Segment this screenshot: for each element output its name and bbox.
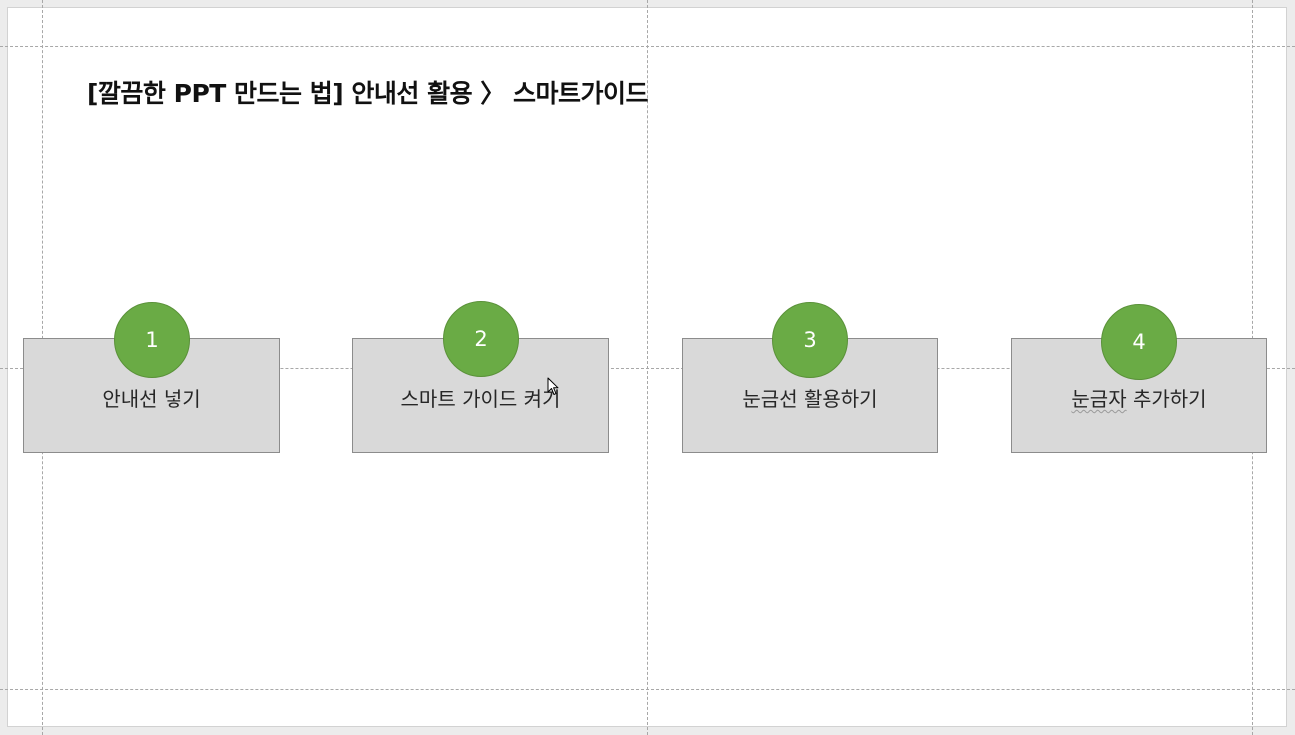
step-circle-2[interactable]: 2 — [443, 301, 519, 377]
step-label-4: 눈금자 추가하기 — [1012, 383, 1266, 412]
step-circle-4[interactable]: 4 — [1101, 304, 1177, 380]
step-circle-1[interactable]: 1 — [114, 302, 190, 378]
step-box-2[interactable]: 스마트 가이드 켜기 — [352, 338, 609, 453]
horizontal-guide-top[interactable] — [0, 46, 1295, 47]
step-label-4-rest: 추가하기 — [1126, 387, 1207, 411]
step-label-2: 스마트 가이드 켜기 — [400, 387, 561, 411]
mouse-pointer-icon — [547, 377, 559, 395]
slide-title[interactable]: [깔끔한 PPT 만드는 법] 안내선 활용 〉 스마트가이드 — [87, 79, 648, 108]
step-circle-3[interactable]: 3 — [772, 302, 848, 378]
horizontal-guide-bottom[interactable] — [0, 689, 1295, 690]
step-number-3: 3 — [803, 328, 817, 352]
horizontal-guide-middle[interactable] — [0, 368, 1295, 369]
step-number-4: 4 — [1132, 330, 1146, 354]
step-label-3: 눈금선 활용하기 — [742, 387, 878, 411]
step-number-1: 1 — [145, 328, 159, 352]
vertical-guide-center[interactable] — [647, 0, 648, 735]
step-number-2: 2 — [474, 327, 488, 351]
step-label-1: 안내선 넣기 — [102, 387, 201, 411]
spellcheck-underlined-word: 눈금자 — [1071, 387, 1127, 411]
